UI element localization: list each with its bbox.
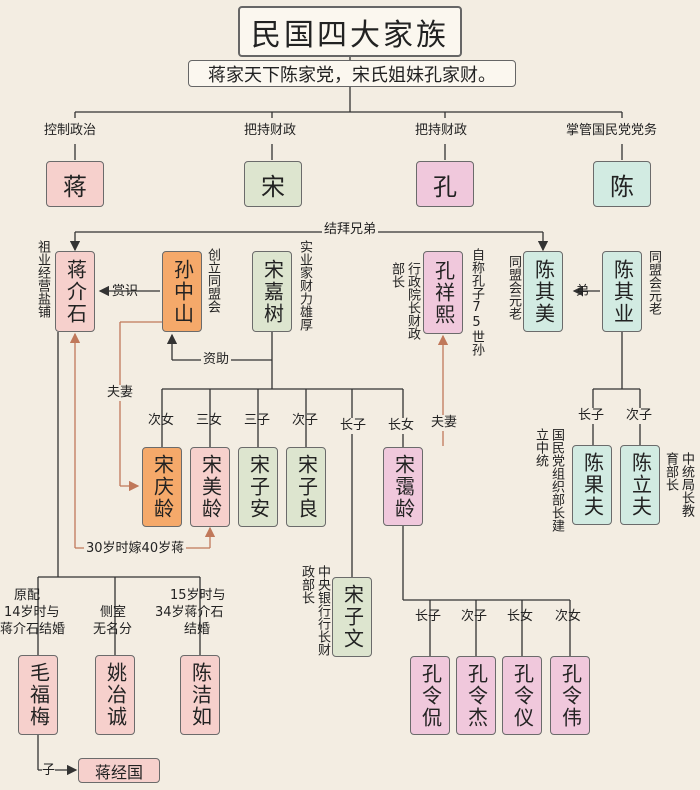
chart-subtitle: 蒋家天下陈家党，宋氏姐妹孔家财。 — [188, 60, 516, 87]
rel-eldest-daughter: 长女 — [388, 418, 415, 435]
label-appreciation: 赏识 — [112, 284, 139, 299]
note-mao-line1: 原配 — [14, 588, 41, 603]
note-ziwen-post: 中央银行行长财政部长 — [299, 565, 330, 656]
node-mao-fumei: 毛福梅 — [18, 655, 58, 735]
label-spouse-right: 夫妻 — [429, 415, 460, 432]
note-chen-line1: 15岁时与 — [170, 588, 226, 603]
node-song-ailing: 宋霭龄 — [383, 447, 423, 526]
note-jiang-shop: 祖业经营盐铺 — [35, 240, 50, 318]
node-kong-lingjie: 孔令杰 — [456, 656, 496, 735]
node-kong-xiangxi: 孔祥熙 — [423, 251, 463, 334]
rel-kong-second-daughter: 次女 — [555, 609, 582, 624]
rel-third-daughter: 三女 — [196, 413, 223, 428]
node-kong-lingwei: 孔令伟 — [550, 656, 590, 735]
note-yao-line2: 无名分 — [93, 622, 133, 637]
rel-kong-second-son: 次子 — [461, 609, 488, 624]
rel-kong-eldest-son: 长子 — [415, 609, 442, 624]
node-kong-lingyi: 孔令仪 — [502, 656, 542, 735]
note-qimei-elder: 同盟会元老 — [506, 255, 521, 320]
label-brother: 弟 — [576, 284, 590, 299]
sworn-brothers-label: 结拜兄弟 — [322, 222, 379, 239]
rel-chen-second-son: 次子 — [626, 408, 653, 425]
family-role-kong: 把持财政 — [415, 123, 468, 138]
node-sun-zhongshan: 孙中山 — [162, 251, 202, 332]
family-song: 宋 — [244, 161, 302, 207]
note-guofu-post: 国民党组织部长建立中统 — [533, 428, 564, 532]
node-chen-jieru: 陈洁如 — [180, 655, 220, 735]
note-kong-post: 行政院长财政部长 — [389, 262, 420, 340]
label-funding: 资助 — [201, 352, 232, 369]
node-chen-lifu: 陈立夫 — [620, 445, 660, 525]
note-mao-line2: 14岁时与 — [4, 605, 60, 620]
rel-eldest-son: 长子 — [340, 418, 367, 435]
note-lifu-post: 中统局长教育部长 — [663, 452, 694, 517]
node-song-ziwen: 宋子文 — [332, 577, 372, 657]
note-chen-line3: 结婚 — [184, 622, 211, 637]
node-jiang-jingguo: 蒋经国 — [78, 758, 160, 783]
rel-third-son: 三子 — [244, 413, 271, 428]
node-song-meiling: 宋美龄 — [190, 447, 230, 527]
node-chen-qimei: 陈其美 — [523, 251, 563, 332]
node-jiang-jieshi: 蒋介石 — [55, 251, 95, 332]
rel-kong-eldest-daughter: 长女 — [507, 609, 534, 624]
rel-second-son: 次子 — [292, 413, 319, 428]
family-role-jiang: 控制政治 — [44, 123, 97, 138]
note-chen-line2: 34岁蒋介石 — [155, 605, 224, 620]
rel-chen-eldest-son: 长子 — [578, 408, 605, 425]
node-kong-lingkan: 孔令侃 — [410, 656, 450, 735]
label-spouse-left: 夫妻 — [105, 385, 136, 402]
family-chen: 陈 — [593, 161, 651, 207]
node-song-ziliang: 宋子良 — [286, 447, 326, 527]
note-sun-founder: 创立同盟会 — [205, 248, 220, 313]
note-kong-descent: 自称孔子75世孙 — [469, 248, 484, 356]
chart-title: 民国四大家族 — [238, 6, 462, 57]
node-chen-guofu: 陈果夫 — [572, 445, 612, 525]
note-qiye-elder: 同盟会元老 — [646, 250, 661, 315]
node-song-jiashu: 宋嘉树 — [252, 251, 292, 332]
note-yao-line1: 侧室 — [100, 605, 127, 620]
node-yao-yecheng: 姚冶诚 — [95, 655, 135, 735]
family-role-song: 把持财政 — [244, 123, 297, 138]
note-mao-line3: 蒋介石结婚 — [0, 622, 66, 637]
rel-second-daughter: 次女 — [148, 413, 175, 428]
node-chen-qiye: 陈其业 — [602, 251, 642, 332]
note-marry-age: 30岁时嫁40岁蒋 — [84, 541, 187, 558]
family-kong: 孔 — [416, 161, 474, 207]
family-role-chen: 掌管国民党党务 — [566, 123, 658, 138]
node-song-zian: 宋子安 — [238, 447, 278, 527]
note-song-industry: 实业家财力雄厚 — [297, 240, 312, 331]
label-son: 子 — [42, 763, 56, 780]
node-song-qingling: 宋庆龄 — [142, 447, 182, 527]
family-jiang: 蒋 — [46, 161, 104, 207]
